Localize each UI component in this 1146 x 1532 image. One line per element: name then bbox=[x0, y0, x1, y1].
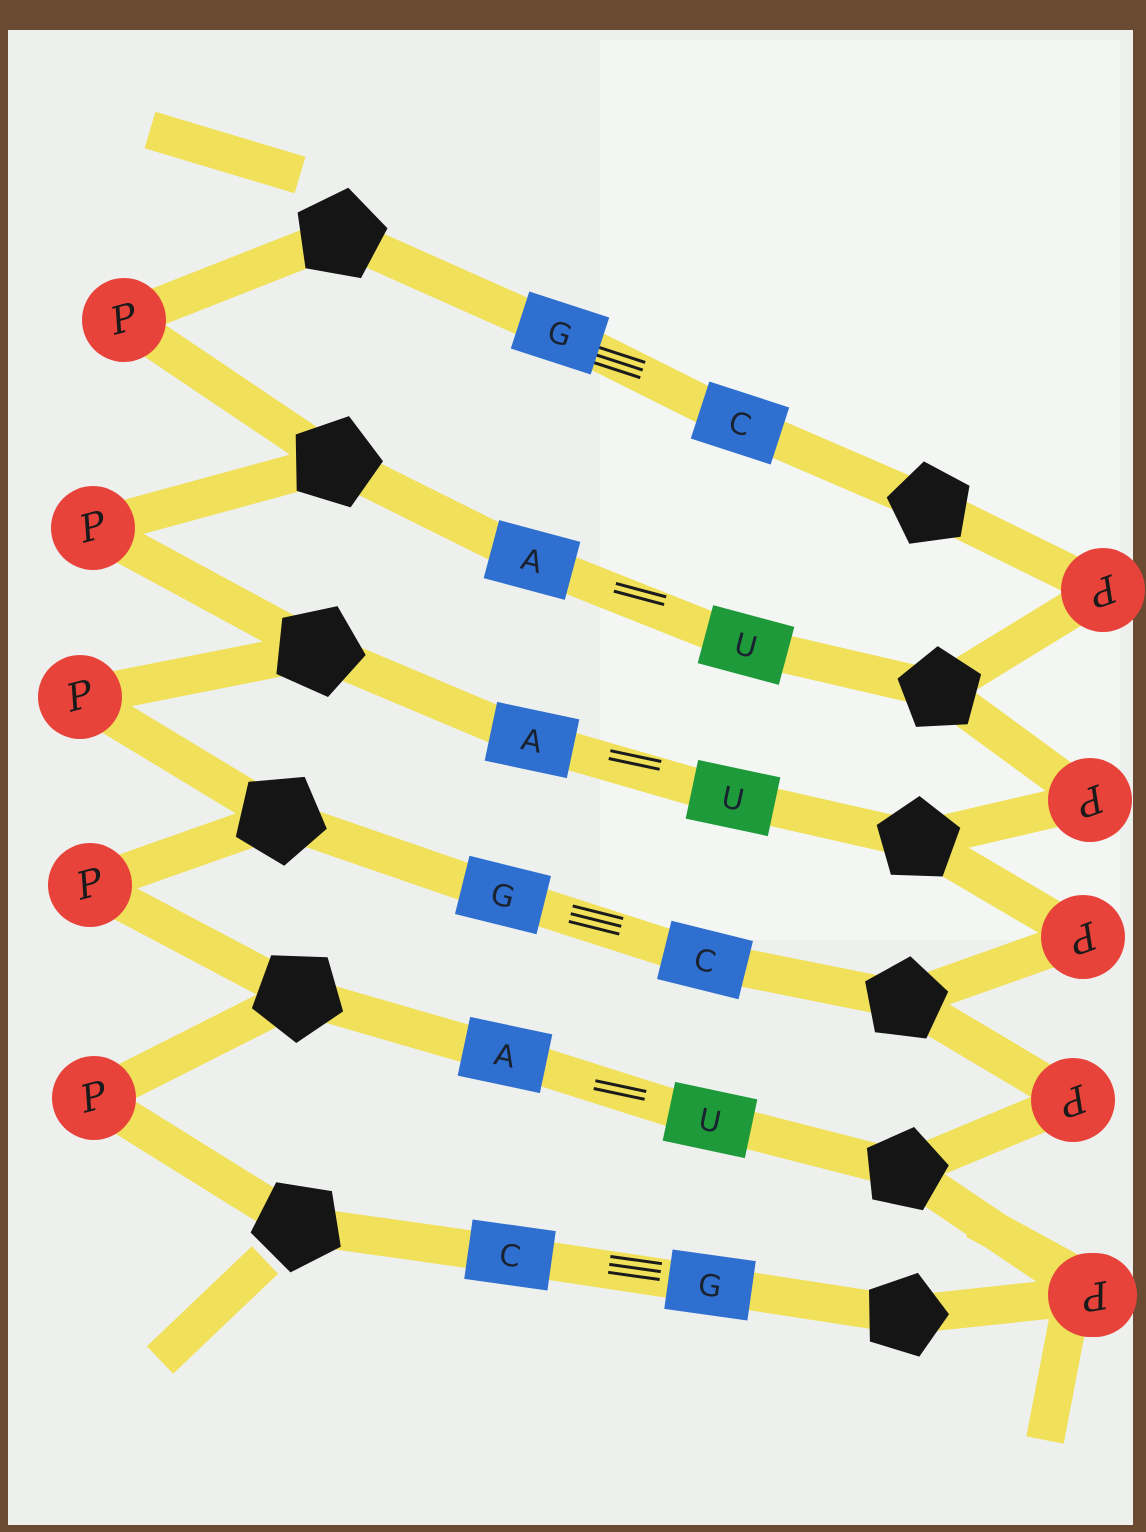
base-letter: G bbox=[696, 1268, 724, 1306]
phosphate-left-1: P bbox=[51, 486, 135, 570]
phosphate-left-4: P bbox=[52, 1056, 136, 1140]
phosphate-left-3: P bbox=[48, 843, 132, 927]
base-right-5: G bbox=[664, 1249, 756, 1320]
phosphate-right-0: P bbox=[1061, 548, 1145, 632]
phosphate-left-0: P bbox=[82, 278, 166, 362]
phosphate-right-1: P bbox=[1048, 758, 1132, 842]
phosphate-right-6: P bbox=[1053, 1253, 1137, 1337]
phosphate-right-2: P bbox=[1041, 895, 1125, 979]
phosphate-left-2: P bbox=[38, 655, 122, 739]
phosphate-right-3: P bbox=[1031, 1058, 1115, 1142]
base-left-5: C bbox=[464, 1219, 556, 1290]
